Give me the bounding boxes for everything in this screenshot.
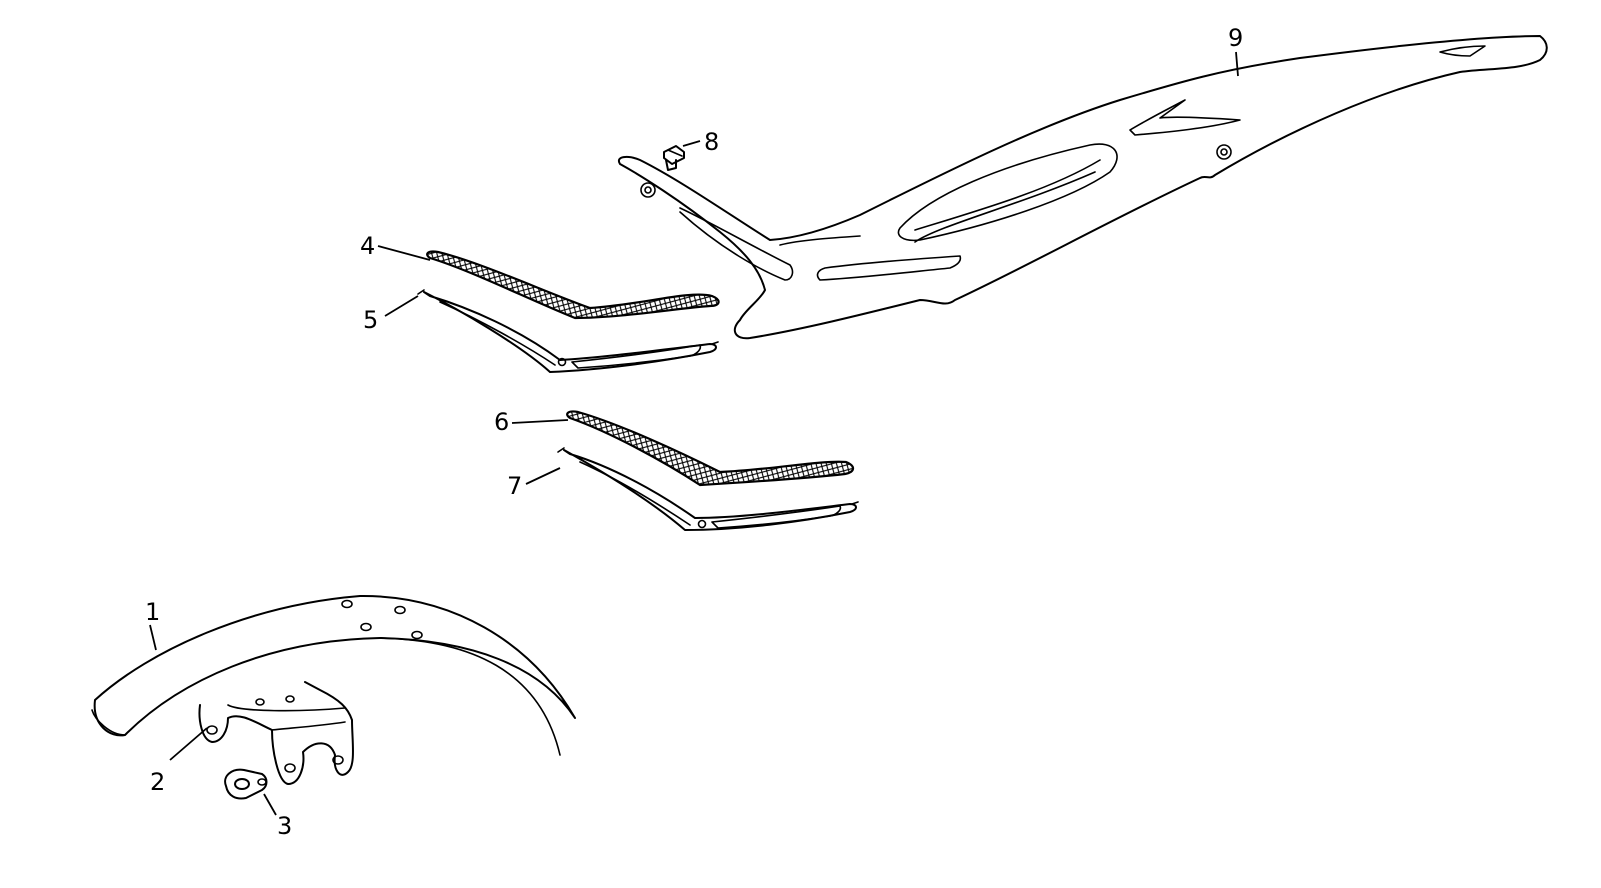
- part-3-cable-clip: [224, 768, 268, 800]
- leader-6: [511, 419, 569, 424]
- callout-1: 1: [145, 598, 160, 626]
- part-9-side-cover: [617, 35, 1548, 340]
- part-7-grille-frame: [557, 447, 859, 531]
- leader-1: [149, 624, 157, 651]
- callout-4: 4: [360, 232, 375, 260]
- callout-5: 5: [363, 306, 378, 334]
- leader-3: [263, 793, 277, 816]
- callout-2: 2: [150, 768, 165, 796]
- leader-9: [1235, 51, 1239, 77]
- leader-4: [377, 245, 431, 261]
- leader-5: [384, 295, 419, 317]
- part-5-grille-frame: [417, 289, 719, 373]
- leader-7: [525, 467, 561, 485]
- leader-8: [682, 140, 701, 147]
- callout-6: 6: [494, 408, 509, 436]
- part-8-screw: [663, 145, 685, 171]
- leader-2: [169, 727, 208, 761]
- part-4-mesh-grille: [426, 250, 720, 320]
- callout-9: 9: [1228, 24, 1243, 52]
- leader-lines: [149, 51, 1239, 816]
- callout-7: 7: [507, 472, 522, 500]
- part-6-mesh-grille: [566, 410, 855, 487]
- callout-labels: 1 2 3 4 5 6 7 8 9: [145, 24, 1243, 840]
- callout-8: 8: [704, 128, 719, 156]
- callout-3: 3: [277, 812, 292, 840]
- part-1-front-fender: [91, 594, 576, 785]
